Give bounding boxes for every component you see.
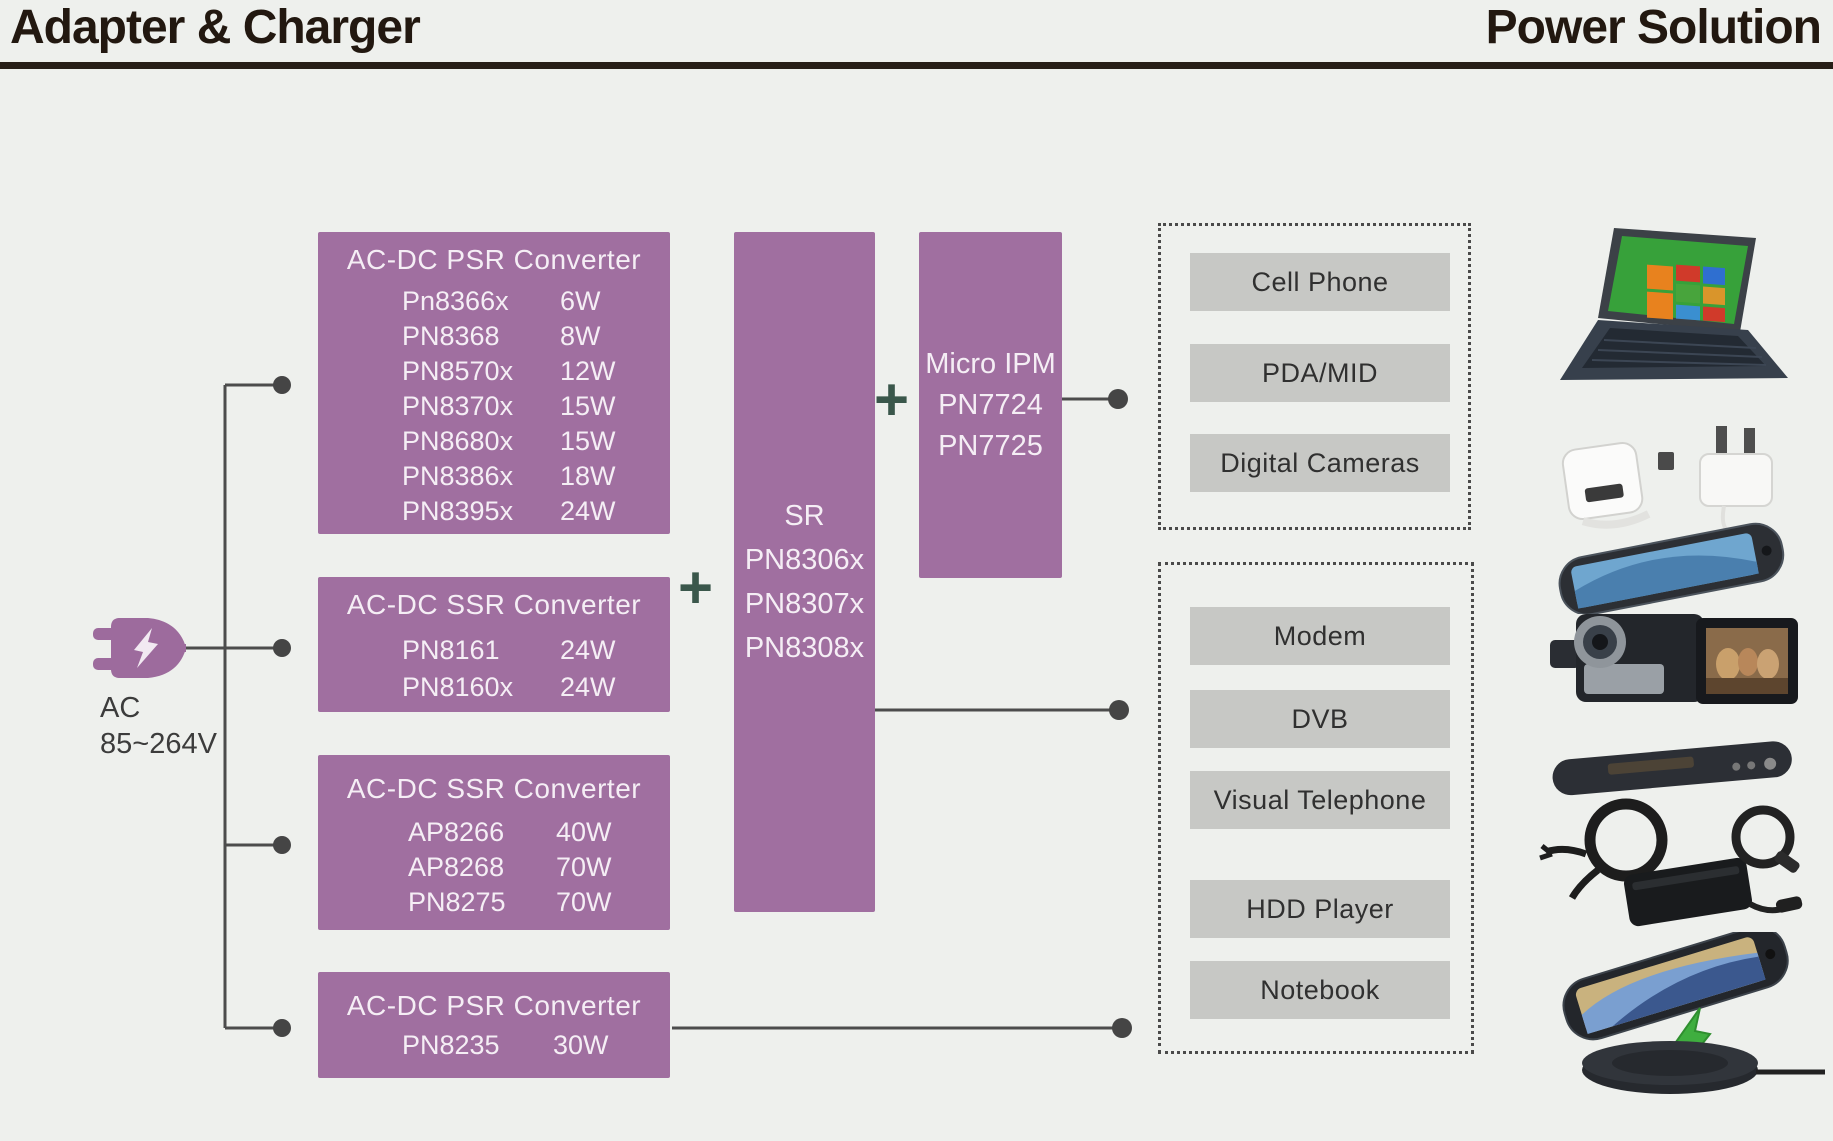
- laptop-image: [1552, 222, 1797, 427]
- sr-part: PN8308x: [744, 632, 865, 664]
- part-watt: 24W: [560, 496, 616, 526]
- part-number: PN8235: [402, 1030, 500, 1060]
- ac-plug-icon: [93, 618, 186, 678]
- application-box: PDA/MID: [1190, 344, 1450, 402]
- application-box: Notebook: [1190, 961, 1450, 1019]
- micro-ipm-part: PN7724: [938, 389, 1043, 421]
- part-watt: 15W: [560, 426, 616, 456]
- smartphone-image: [1542, 512, 1804, 619]
- part-watt: 40W: [556, 817, 612, 847]
- header-rule: [0, 62, 1833, 69]
- converter-box-ssr-1: AC-DC SSR Converter PN8161 24W PN8160x 24W: [318, 577, 670, 712]
- sr-part: PN8306x: [744, 544, 865, 576]
- part-watt: 8W: [560, 321, 601, 351]
- part-number: PN8275: [408, 887, 506, 917]
- chargers-image: [1548, 424, 1798, 541]
- part-row: PN8160x 24W: [318, 672, 670, 709]
- application-box: Digital Cameras: [1190, 434, 1450, 492]
- part-watt: 12W: [560, 356, 616, 386]
- power-adapter-image: [1538, 792, 1828, 942]
- sr-part: PN8307x: [744, 588, 865, 620]
- part-row: Pn8366x 6W: [318, 286, 670, 321]
- part-watt: 70W: [556, 887, 612, 917]
- part-number: PN8161: [402, 635, 500, 665]
- part-watt: 24W: [560, 635, 616, 665]
- part-row: PN8386x 18W: [318, 461, 670, 496]
- part-row: PN8368 8W: [318, 321, 670, 356]
- part-number: PN8368: [402, 321, 500, 351]
- page-title-left: Adapter & Charger: [10, 1, 421, 54]
- converter-title: AC-DC PSR Converter: [346, 244, 642, 275]
- part-row: PN8570x 12W: [318, 356, 670, 391]
- micro-ipm-title: Micro IPM: [925, 348, 1056, 380]
- micro-ipm-part: PN7725: [938, 430, 1043, 462]
- part-number: PN8680x: [402, 426, 514, 456]
- part-number: Pn8366x: [402, 286, 509, 316]
- sr-title: SR: [784, 500, 825, 532]
- part-watt: 18W: [560, 461, 616, 491]
- ac-label-line1: AC: [100, 692, 141, 724]
- application-box: Visual Telephone: [1190, 771, 1450, 829]
- part-row: PN8395x 24W: [318, 496, 670, 531]
- plus-sign-right: +: [874, 366, 910, 433]
- part-number: PN8370x: [402, 391, 514, 421]
- part-row: AP8268 70W: [318, 852, 670, 887]
- part-row: PN8161 24W: [318, 635, 670, 672]
- part-row: PN8275 70W: [318, 887, 670, 922]
- sr-block: SR PN8306x PN8307x PN8308x: [734, 232, 875, 912]
- part-watt: 30W: [553, 1030, 609, 1060]
- part-number: PN8386x: [402, 461, 514, 491]
- part-row: PN8680x 15W: [318, 426, 670, 461]
- camcorder-image: [1548, 606, 1803, 723]
- part-number: AP8268: [408, 852, 505, 882]
- part-number: AP8266: [408, 817, 505, 847]
- converter-title: AC-DC PSR Converter: [346, 990, 642, 1021]
- part-watt: 6W: [560, 286, 601, 316]
- converter-title: AC-DC SSR Converter: [346, 589, 642, 620]
- plus-sign-left: +: [678, 554, 714, 621]
- part-row: PN8235 30W: [318, 1030, 670, 1065]
- part-number: PN8395x: [402, 496, 514, 526]
- part-number: PN8160x: [402, 672, 514, 702]
- part-watt: 24W: [560, 672, 616, 702]
- application-box: HDD Player: [1190, 880, 1450, 938]
- converter-box-psr-1: AC-DC PSR Converter Pn8366x 6W PN8368 8W P…: [318, 232, 670, 534]
- converter-box-psr-2: AC-DC PSR Converter PN8235 30W: [318, 972, 670, 1078]
- ac-label-line2: 85~264V: [100, 728, 217, 760]
- application-box: Modem: [1190, 607, 1450, 665]
- ac-source-label: AC 85~264V: [100, 690, 217, 762]
- part-number: PN8570x: [402, 356, 514, 386]
- application-box: Cell Phone: [1190, 253, 1450, 311]
- application-box: DVB: [1190, 690, 1450, 748]
- micro-ipm-block: Micro IPM PN7724 PN7725: [919, 232, 1062, 578]
- bar-device-image: [1548, 730, 1803, 807]
- application-group-2: Modem DVB Visual Telephone HDD Player No…: [1158, 562, 1474, 1054]
- converter-title: AC-DC SSR Converter: [346, 773, 642, 804]
- part-row: PN8370x 15W: [318, 391, 670, 426]
- application-group-1: Cell Phone PDA/MID Digital Cameras: [1158, 223, 1471, 530]
- part-row: AP8266 40W: [318, 817, 670, 852]
- part-watt: 70W: [556, 852, 612, 882]
- part-watt: 15W: [560, 391, 616, 421]
- wireless-charger-image: [1542, 925, 1827, 1105]
- page-title-right: Power Solution: [1485, 1, 1822, 54]
